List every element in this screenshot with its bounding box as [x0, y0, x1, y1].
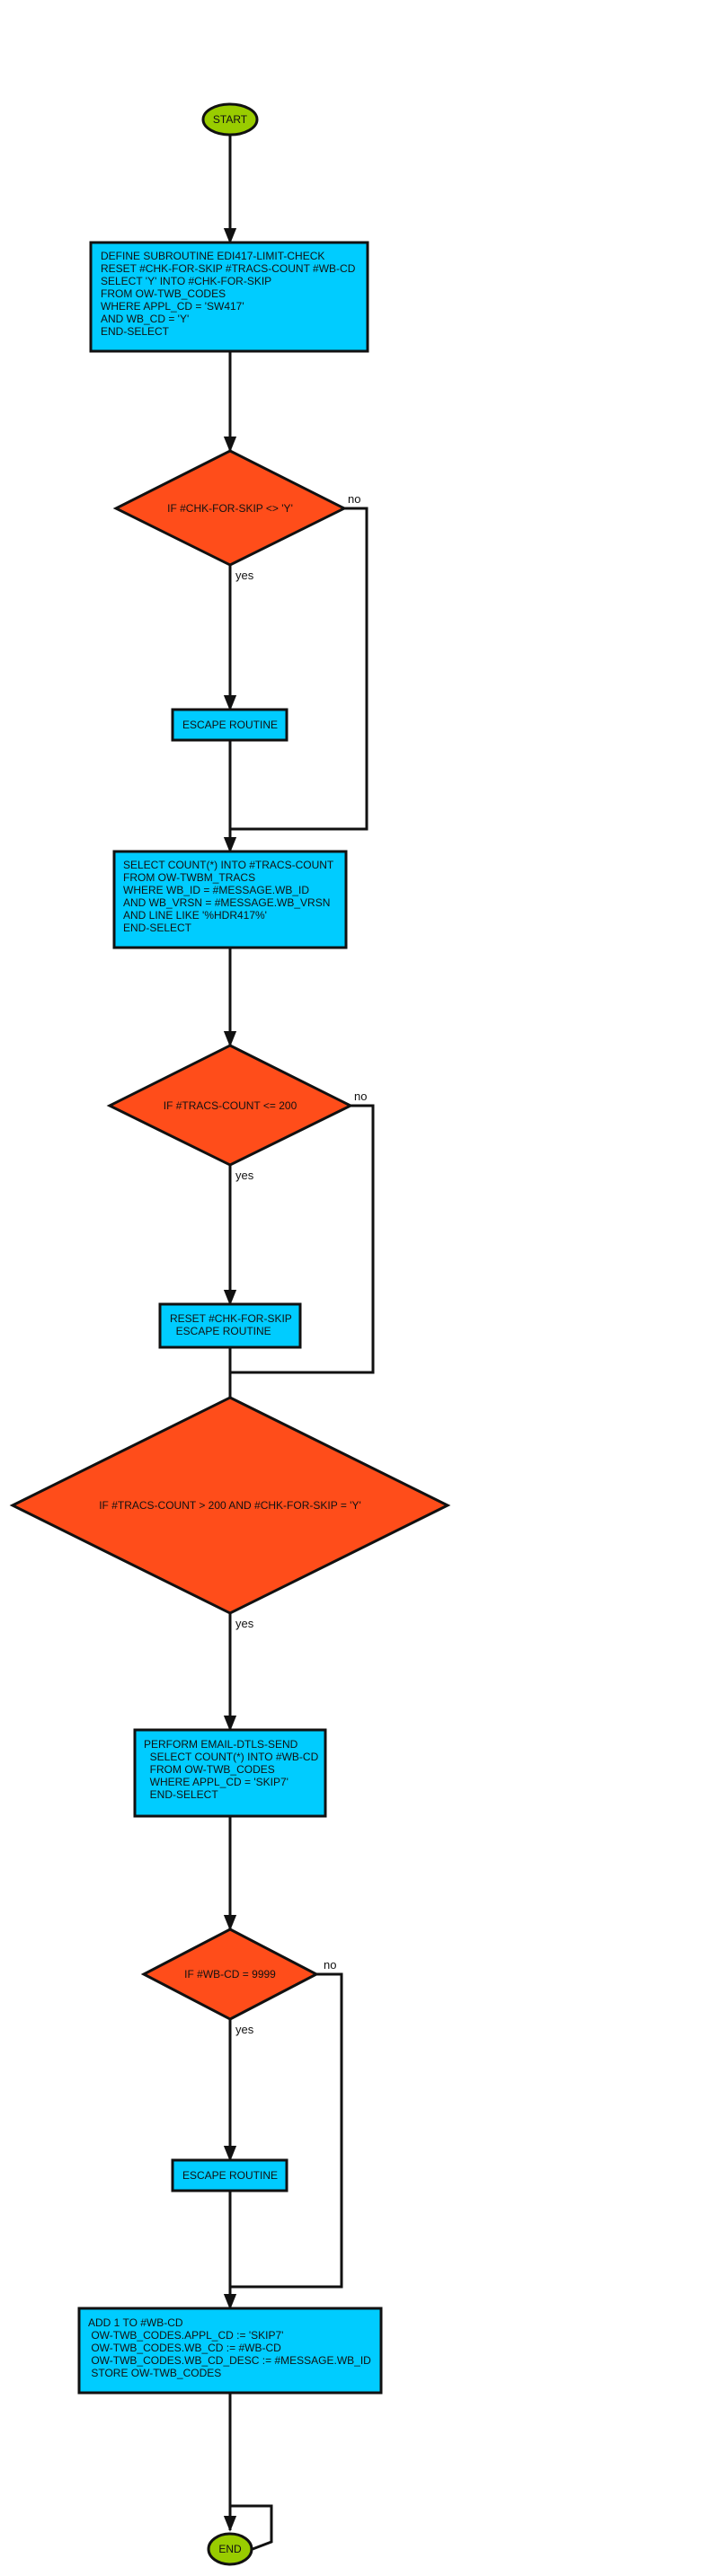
e2-line: ESCAPE ROUTINE [170, 1325, 271, 1337]
d3-yes-label: yes [235, 1617, 254, 1630]
edge-d4-no [230, 1972, 343, 2289]
n3-line: WHERE APPL_CD = 'SKIP7' [144, 1776, 288, 1788]
e1-label: ESCAPE ROUTINE [182, 719, 278, 731]
decision-tracs-count-limit: IF #TRACS-COUNT <= 200 [106, 1044, 354, 1167]
d4-no-label: no [324, 1958, 336, 1972]
n4-line: STORE OW-TWB_CODES [88, 2367, 221, 2379]
decision-chk-for-skip: IF #CHK-FOR-SKIP <> 'Y' [112, 449, 348, 567]
n1-line: WHERE APPL_CD = 'SW417' [101, 300, 244, 313]
svg-text:PERFORM EMAIL-DTLS-SEND: PERFORM EMAIL-DTLS-SEND SELECT COUNT(*) … [144, 1738, 340, 1801]
d1-label: IF #CHK-FOR-SKIP <> 'Y' [167, 502, 293, 515]
process-select-tracs-count: SELECT COUNT(*) INTO #TRACS-COUNT FROM O… [112, 850, 348, 949]
svg-text:RESET #CHK-FOR-SKIP ES: RESET #CHK-FOR-SKIP ESCAPE ROUTINE [170, 1312, 295, 1337]
n2-line: SELECT COUNT(*) INTO #TRACS-COUNT [123, 859, 334, 871]
process-email-dtls-send: PERFORM EMAIL-DTLS-SEND SELECT COUNT(*) … [133, 1728, 340, 1818]
n3-line: PERFORM EMAIL-DTLS-SEND [144, 1738, 298, 1751]
d2-no-label: no [354, 1090, 367, 1103]
n1-line: FROM OW-TWB_CODES [101, 287, 226, 300]
n4-line: OW-TWB_CODES.WB_CD := #WB-CD [88, 2342, 281, 2354]
decision-count-and-skip: IF #TRACS-COUNT > 200 AND #CHK-FOR-SKIP … [9, 1396, 451, 1615]
edge-end-loop [230, 2504, 273, 2551]
n1-line: END-SELECT [101, 325, 170, 338]
n2-line: AND WB_VRSN = #MESSAGE.WB_VRSN [123, 896, 330, 909]
d4-yes-label: yes [235, 2023, 254, 2036]
process-define-subroutine: DEFINE SUBROUTINE EDI417-LIMIT-CHECK RES… [89, 241, 369, 353]
edge-d2-no [230, 1104, 375, 1374]
svg-text:SELECT COUNT(*) INTO #TRACS-CO: SELECT COUNT(*) INTO #TRACS-COUNT FROM O… [123, 859, 336, 934]
decision-wb-cd-9999: IF #WB-CD = 9999 [140, 1928, 320, 2021]
n2-line: FROM OW-TWBM_TRACS [123, 871, 255, 884]
d3-label: IF #TRACS-COUNT > 200 AND #CHK-FOR-SKIP … [99, 1499, 361, 1512]
e2-line: RESET #CHK-FOR-SKIP [170, 1312, 292, 1325]
n1-line: DEFINE SUBROUTINE EDI417-LIMIT-CHECK [101, 250, 324, 262]
n2-line: AND LINE LIKE '%HDR417%' [123, 909, 267, 922]
n4-line: OW-TWB_CODES.APPL_CD := 'SKIP7' [88, 2329, 283, 2342]
svg-text:ADD 1 TO #WB-CD OW-TWB_: ADD 1 TO #WB-CD OW-TWB_CODES.APPL_CD := … [88, 2316, 392, 2379]
d2-label: IF #TRACS-COUNT <= 200 [164, 1099, 297, 1112]
d2-yes-label: yes [235, 1169, 254, 1182]
n4-line: ADD 1 TO #WB-CD [88, 2316, 183, 2329]
start-label: START [213, 113, 248, 126]
n1-line: AND WB_CD = 'Y' [101, 313, 189, 325]
process-escape-routine-3: ESCAPE ROUTINE [171, 2158, 288, 2192]
n3-line: FROM OW-TWB_CODES [144, 1763, 275, 1776]
edge-d1-no [230, 507, 368, 831]
svg-text:DEFINE SUBROUTINE EDI417-LIMIT: DEFINE SUBROUTINE EDI417-LIMIT-CHECK RES… [101, 250, 359, 338]
end-label: END [218, 2543, 242, 2555]
n3-line: END-SELECT [144, 1788, 218, 1801]
n1-line: SELECT 'Y' INTO #CHK-FOR-SKIP [101, 275, 271, 287]
d4-label: IF #WB-CD = 9999 [184, 1968, 276, 1981]
process-add-and-store: ADD 1 TO #WB-CD OW-TWB_CODES.APPL_CD := … [77, 2307, 392, 2395]
n2-line: WHERE WB_ID = #MESSAGE.WB_ID [123, 884, 309, 896]
n1-line: RESET #CHK-FOR-SKIP #TRACS-COUNT #WB-CD [101, 262, 356, 275]
n2-line: END-SELECT [123, 922, 192, 934]
d1-yes-label: yes [235, 569, 254, 582]
n3-line: SELECT COUNT(*) INTO #WB-CD [144, 1751, 319, 1763]
connectors [223, 135, 375, 2551]
process-reset-and-escape: RESET #CHK-FOR-SKIP ESCAPE ROUTINE [158, 1302, 302, 1349]
process-escape-routine-1: ESCAPE ROUTINE [171, 708, 288, 742]
d1-no-label: no [348, 492, 360, 506]
end-terminal: END [207, 2532, 253, 2566]
start-terminal: START [201, 102, 259, 137]
e3-label: ESCAPE ROUTINE [182, 2169, 278, 2182]
n4-line: OW-TWB_CODES.WB_CD_DESC := #MESSAGE.WB_I… [88, 2354, 371, 2367]
